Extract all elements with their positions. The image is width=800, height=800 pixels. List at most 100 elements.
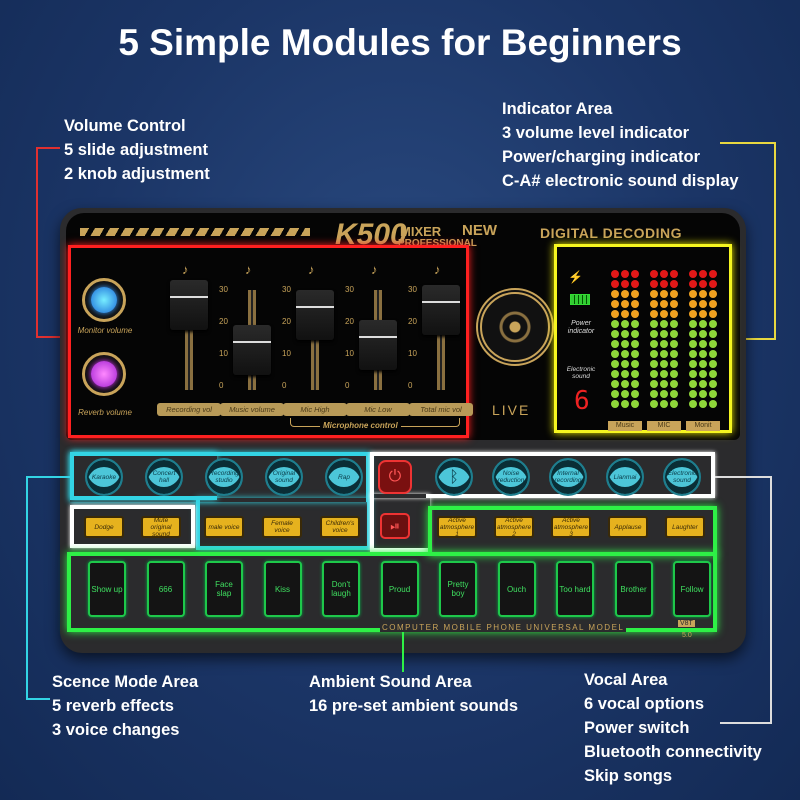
reverb-volume-knob[interactable] bbox=[82, 352, 126, 396]
volume-control-area bbox=[68, 245, 469, 438]
scale-label: 0 bbox=[408, 381, 413, 390]
dodge-button[interactable]: Mute original sound bbox=[141, 516, 181, 538]
skip-button[interactable]: ⏯ bbox=[380, 513, 410, 539]
ambient-sound-button[interactable]: Kiss bbox=[263, 561, 302, 617]
meter-led bbox=[699, 270, 707, 278]
meter-led bbox=[631, 300, 639, 308]
meter-led bbox=[660, 280, 668, 288]
annotation-line: C-A# electronic sound display bbox=[502, 172, 739, 190]
meter-led bbox=[631, 380, 639, 388]
atmosphere-button[interactable]: Laughter bbox=[665, 516, 705, 538]
meter-led bbox=[689, 320, 697, 328]
meter-led bbox=[631, 270, 639, 278]
meter-led bbox=[611, 300, 619, 308]
voice-change-button[interactable]: male voice bbox=[204, 516, 244, 538]
ambient-sound-button[interactable]: Too hard bbox=[556, 561, 594, 617]
annotation-line: Power/charging indicator bbox=[502, 148, 701, 166]
meter-led bbox=[631, 310, 639, 318]
meter-led bbox=[660, 290, 668, 298]
ambient-sound-button[interactable]: Show up bbox=[88, 561, 126, 617]
reverb-button[interactable]: Recording studio bbox=[205, 458, 243, 496]
ambient-sound-button[interactable]: Proud bbox=[380, 561, 419, 617]
meter-led bbox=[621, 370, 629, 378]
meter-led bbox=[621, 390, 629, 398]
meter-led bbox=[709, 280, 717, 288]
voice-change-button[interactable]: Children's voice bbox=[320, 516, 360, 538]
annotation-heading: Indicator Area bbox=[502, 100, 613, 118]
fader-knob[interactable] bbox=[170, 280, 208, 330]
vocal-button[interactable]: Noise reduction bbox=[492, 458, 530, 496]
fader-label: Total mic vol bbox=[409, 403, 473, 416]
fader-label: Music volume bbox=[220, 403, 284, 416]
meter-led bbox=[689, 330, 697, 338]
meter-led bbox=[631, 320, 639, 328]
fader-knob[interactable] bbox=[422, 285, 460, 335]
ambient-sound-button[interactable]: Brother bbox=[614, 561, 653, 617]
meter-led bbox=[611, 270, 619, 278]
meter-led bbox=[621, 320, 629, 328]
reverb-button[interactable]: Karaoke bbox=[85, 458, 123, 496]
bluetooth-button[interactable]: ᛒ bbox=[435, 458, 473, 496]
atmosphere-button[interactable]: Applause bbox=[608, 516, 648, 538]
vocal-button[interactable]: Internal recording bbox=[549, 458, 587, 496]
reverb-button[interactable]: Rap bbox=[325, 458, 363, 496]
ambient-sound-button[interactable]: Pretty boy bbox=[439, 561, 477, 617]
meter-led bbox=[699, 370, 707, 378]
fader-track bbox=[437, 290, 445, 390]
atmosphere-button[interactable]: Active atmosphere 2 bbox=[494, 516, 534, 538]
atmosphere-button[interactable]: Active atmosphere 3 bbox=[551, 516, 591, 538]
meter-led bbox=[621, 270, 629, 278]
dodge-button[interactable]: Dodge bbox=[84, 516, 124, 538]
voice-change-button[interactable]: Female voice bbox=[262, 516, 302, 538]
professional-text: PROFESSIONAL bbox=[398, 238, 477, 249]
annotation-heading: Volume Control bbox=[64, 117, 186, 135]
leader-line bbox=[770, 476, 772, 724]
fader-knob[interactable] bbox=[233, 325, 271, 375]
leader-line bbox=[36, 147, 60, 149]
ambient-sound-button[interactable]: 666 bbox=[146, 561, 185, 617]
ambient-sound-button[interactable]: Face slap bbox=[205, 561, 243, 617]
vocal-button[interactable]: Electronic sound bbox=[663, 458, 701, 496]
meter-led bbox=[621, 340, 629, 348]
atmosphere-button[interactable]: Active atmosphere 1 bbox=[437, 516, 477, 538]
meter-led bbox=[650, 290, 658, 298]
scale-label: 30 bbox=[282, 285, 291, 294]
monitor-volume-label: Monitor volume bbox=[77, 326, 133, 335]
fader-track bbox=[185, 290, 193, 390]
monitor-volume-knob[interactable] bbox=[82, 278, 126, 322]
reverb-button[interactable]: Original sound bbox=[265, 458, 303, 496]
fader-icon: ♪ bbox=[371, 262, 378, 277]
ambient-sound-button[interactable]: Ouch bbox=[497, 561, 536, 617]
fader-knob[interactable] bbox=[296, 290, 334, 340]
power-button[interactable]: ⏻ bbox=[378, 460, 412, 494]
reverb-button[interactable]: Concert hall bbox=[145, 458, 183, 496]
meter-led bbox=[650, 360, 658, 368]
leader-line bbox=[26, 476, 28, 700]
meter-led bbox=[631, 340, 639, 348]
meter-led bbox=[689, 340, 697, 348]
scene-mode-area-bottom bbox=[196, 498, 371, 550]
meter-led bbox=[699, 340, 707, 348]
vocal-button[interactable]: Lianmai bbox=[606, 458, 644, 496]
level-meter bbox=[611, 270, 639, 408]
ambient-sound-button[interactable]: Don't laugh bbox=[322, 561, 360, 617]
meter-led bbox=[650, 320, 658, 328]
meter-led bbox=[631, 330, 639, 338]
meter-led bbox=[689, 400, 697, 408]
leader-line bbox=[720, 142, 776, 144]
fader-icon: ♪ bbox=[245, 262, 252, 277]
meter-led bbox=[611, 340, 619, 348]
fader-knob[interactable] bbox=[359, 320, 397, 370]
meter-led bbox=[650, 390, 658, 398]
meter-led bbox=[709, 310, 717, 318]
live-text: LIVE bbox=[492, 402, 531, 418]
meter-led bbox=[709, 380, 717, 388]
fader-icon: ♪ bbox=[434, 262, 441, 277]
annotation-line: 5 reverb effects bbox=[52, 697, 174, 715]
annotation-line: Skip songs bbox=[584, 767, 673, 785]
ambient-sound-button[interactable]: Follow bbox=[673, 561, 711, 617]
meter-led bbox=[709, 370, 717, 378]
meter-led bbox=[689, 310, 697, 318]
reverb-volume-label: Reverb volume bbox=[78, 408, 132, 417]
fader-track bbox=[311, 290, 319, 390]
